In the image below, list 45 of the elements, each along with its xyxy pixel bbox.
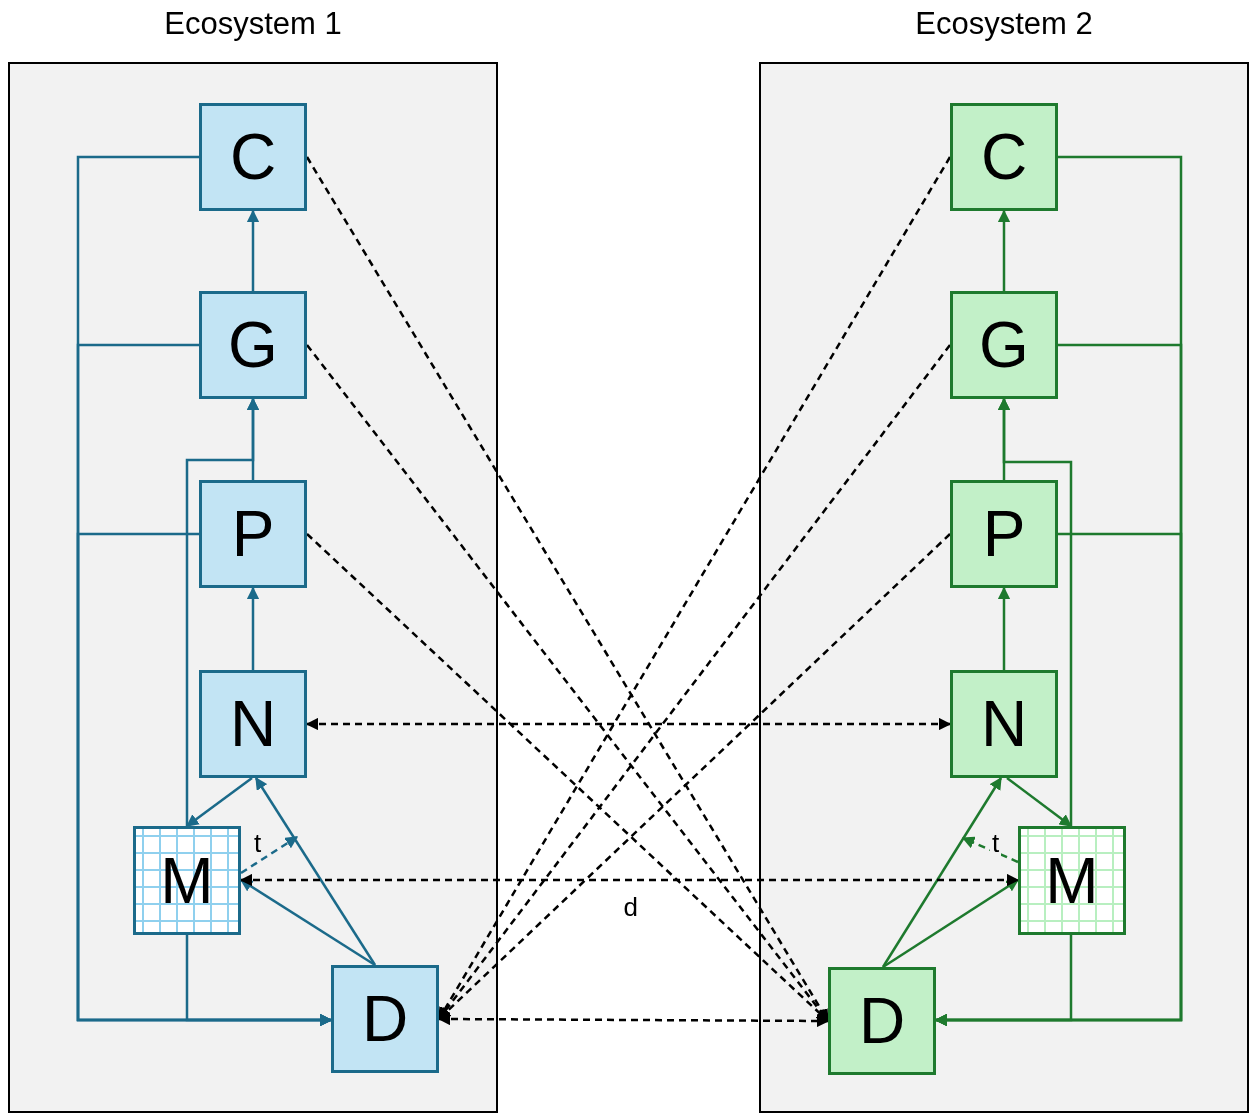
- arrow: [185, 397, 260, 826]
- node-letter: C: [229, 125, 277, 189]
- node-letter: P: [982, 502, 1026, 566]
- arrow: [961, 836, 1019, 864]
- arrow: [239, 873, 1020, 887]
- process-box: [950, 291, 1058, 399]
- arrow: [305, 717, 952, 731]
- arrow: [246, 586, 260, 670]
- node-letter: P: [231, 502, 275, 566]
- arrow: [185, 935, 333, 1027]
- node-letter: G: [228, 313, 278, 377]
- arrow: [240, 835, 299, 875]
- process-box: [828, 967, 936, 1075]
- node-letter: M: [160, 848, 214, 913]
- process-box: [331, 965, 439, 1073]
- arrow: [1006, 777, 1072, 827]
- grid-box: [133, 826, 241, 935]
- process-box: [950, 480, 1058, 588]
- node-letter: C: [980, 125, 1028, 189]
- arrow: [882, 878, 1020, 969]
- node-letter: D: [361, 987, 409, 1051]
- process-box: [950, 103, 1058, 211]
- arrow: [997, 397, 1073, 826]
- arrow: [934, 935, 1073, 1027]
- process-box: [199, 670, 307, 778]
- panel-title: Ecosystem 1: [163, 6, 343, 42]
- arrow: [881, 776, 1003, 968]
- panel-title: Ecosystem 2: [914, 6, 1094, 42]
- node-letter: G: [979, 313, 1029, 377]
- grid-box: [1018, 826, 1126, 935]
- process-box: [950, 670, 1058, 778]
- arrow: [186, 777, 253, 827]
- node-letter: N: [980, 692, 1028, 756]
- process-box: [199, 103, 307, 211]
- process-box: [199, 480, 307, 588]
- arrow: [437, 1012, 830, 1028]
- node-letter: M: [1045, 848, 1099, 913]
- arrow: [254, 776, 377, 966]
- node-letter: N: [229, 692, 277, 756]
- arrow: [239, 878, 376, 967]
- arrow: [246, 209, 260, 291]
- arrow: [997, 586, 1011, 670]
- arrow: [997, 209, 1011, 291]
- node-letter: D: [858, 989, 906, 1053]
- process-box: [199, 291, 307, 399]
